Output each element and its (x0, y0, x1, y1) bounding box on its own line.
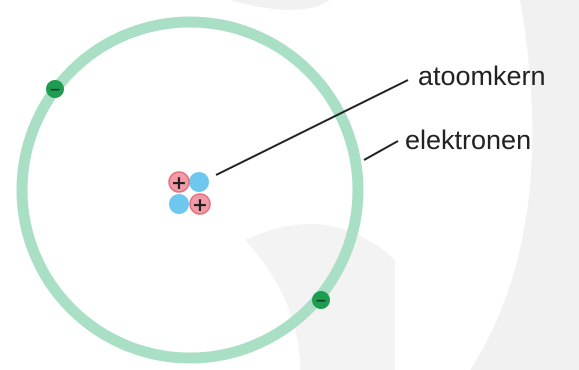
electrons-label: elektronen (405, 125, 532, 155)
proton-sign: + (171, 172, 187, 194)
nucleus-leader-line (215, 79, 409, 176)
nucleus-label: atoomkern (418, 61, 546, 91)
electron-sign: − (49, 82, 61, 98)
neutron (189, 172, 209, 192)
neutron (169, 194, 189, 214)
proton: + (168, 171, 190, 194)
electron: − (312, 291, 330, 309)
electron: − (46, 80, 64, 98)
background-arc-right (470, 0, 579, 370)
electrons-leader-line (363, 140, 399, 161)
proton-sign: + (192, 194, 208, 216)
nucleus: + + (168, 171, 211, 216)
proton: + (189, 193, 211, 216)
electron-sign: − (315, 293, 327, 309)
electron-orbit (16, 16, 364, 364)
background-arc-top (230, 0, 330, 10)
